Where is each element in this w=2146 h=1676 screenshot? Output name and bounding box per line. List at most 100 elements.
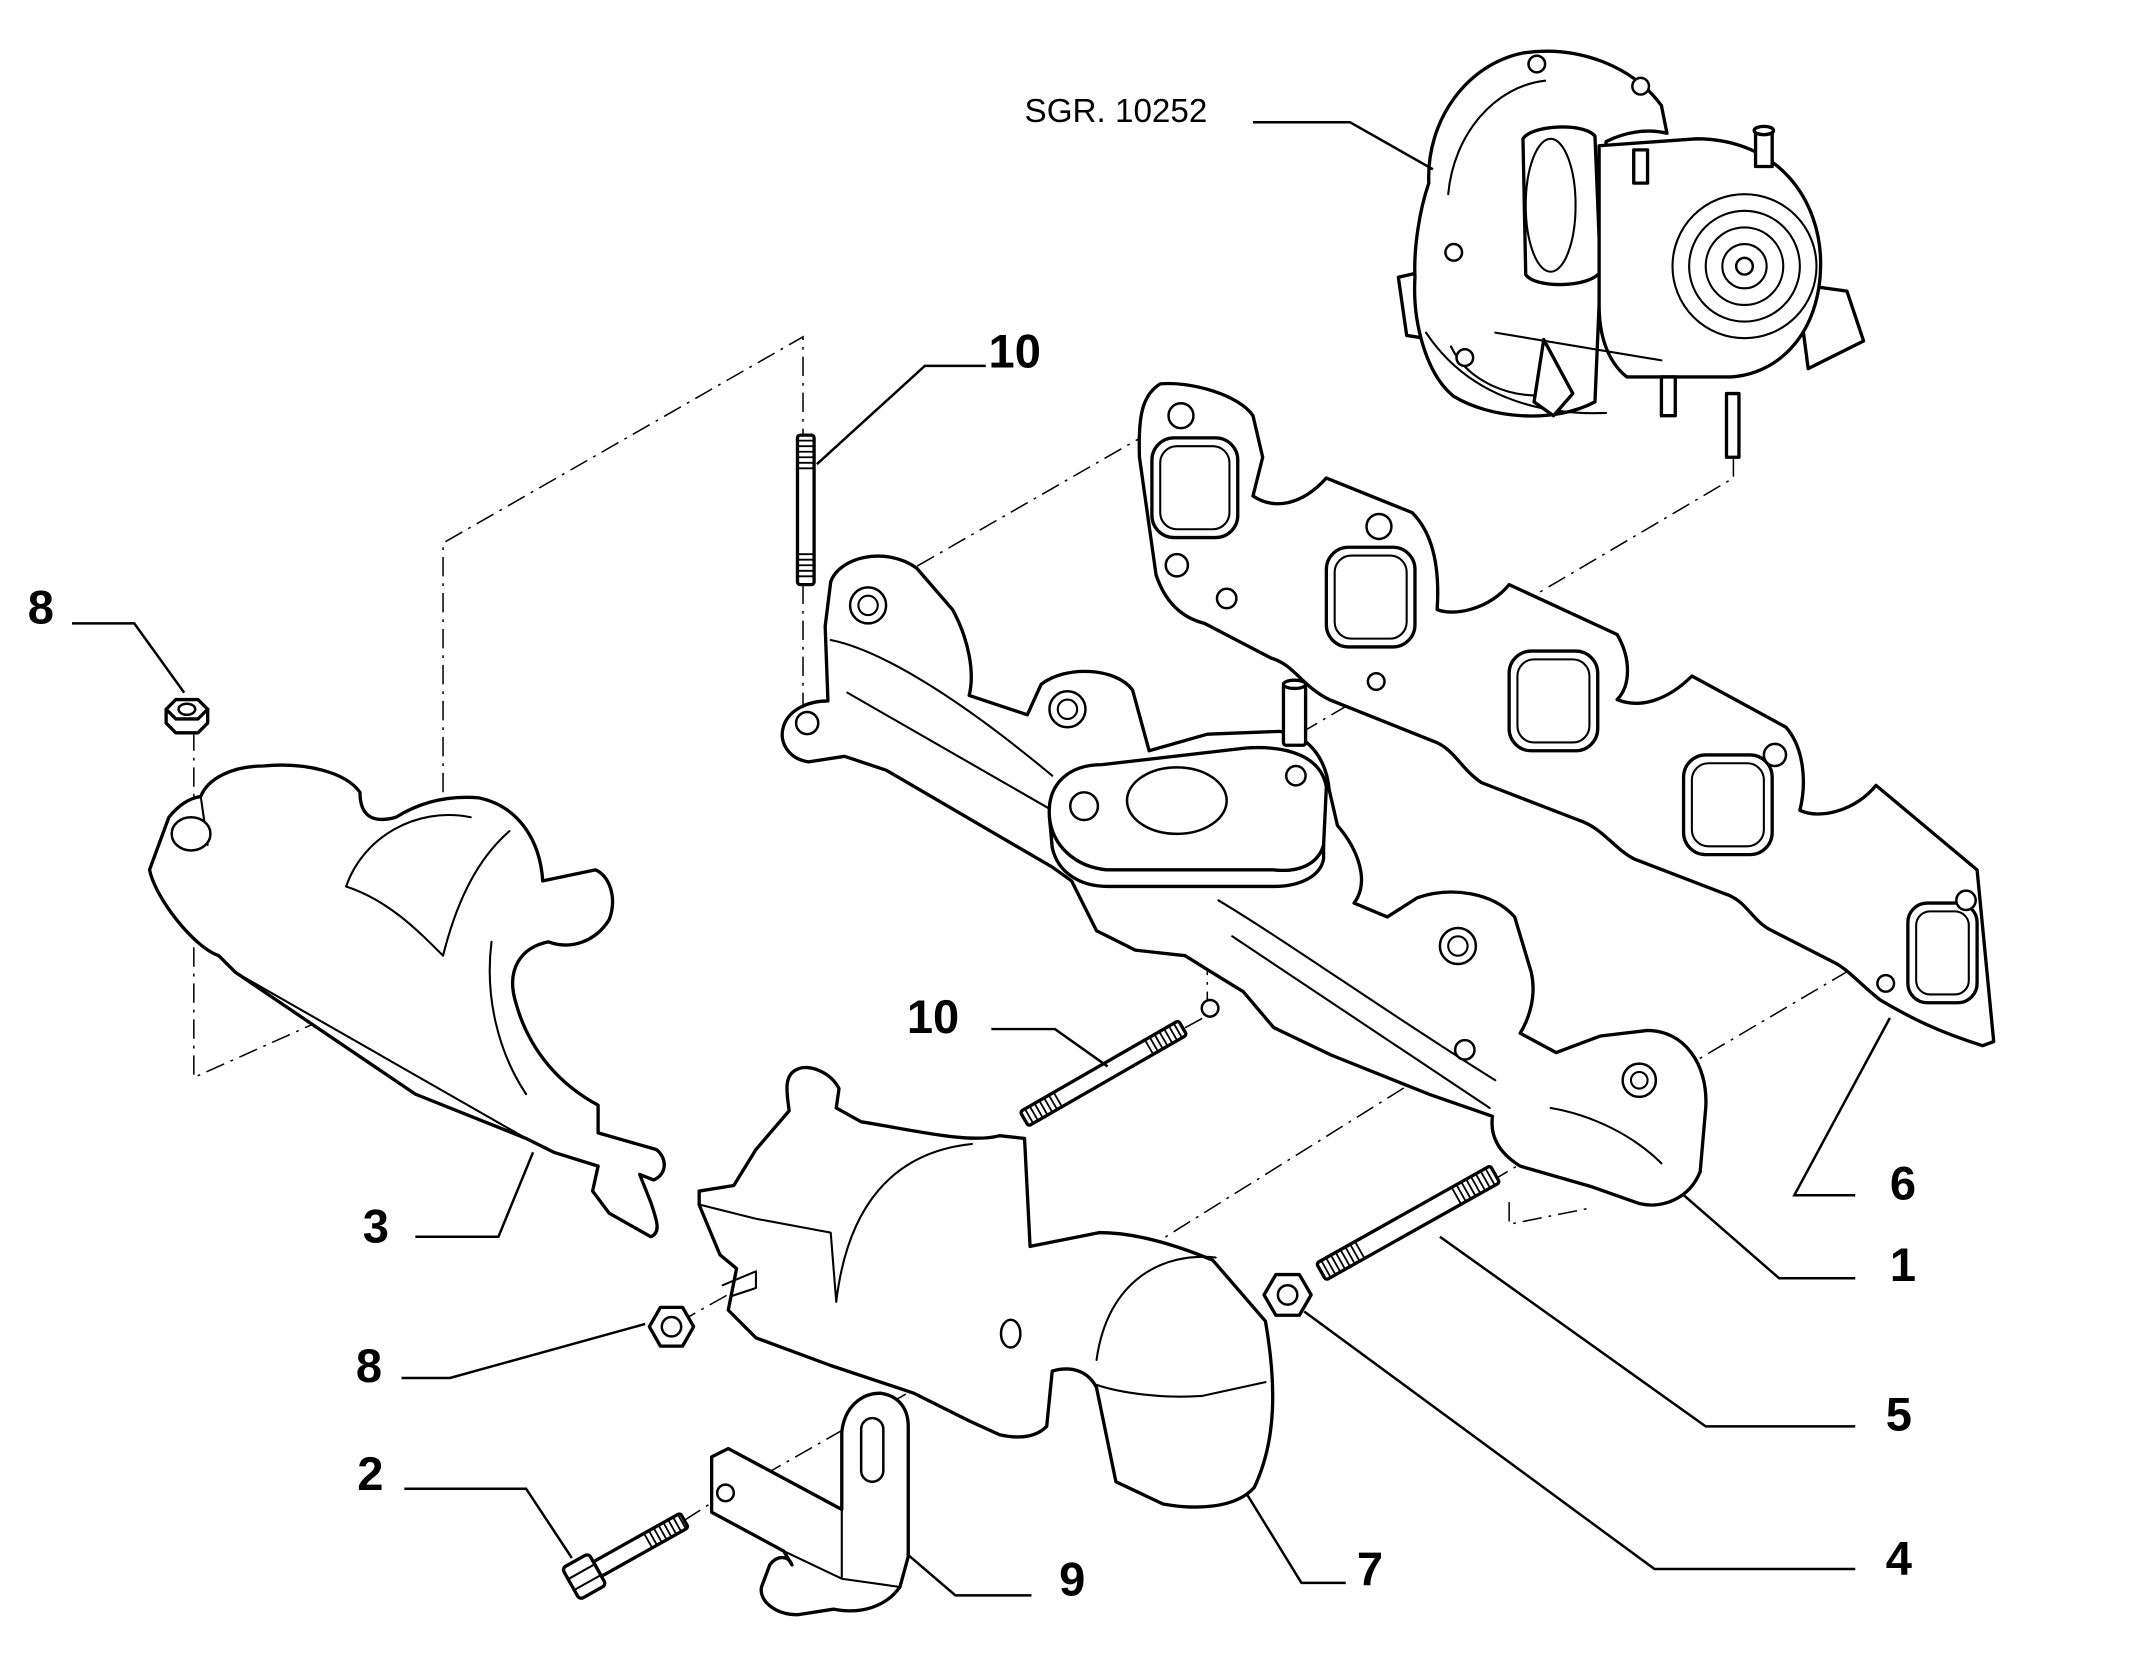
manifold-mount-hole: [1438, 926, 1478, 966]
leader-nut-top: [71, 622, 186, 694]
stud-long: [1315, 1164, 1501, 1281]
manifold-mount-hole-inner: [1447, 935, 1469, 957]
manifold-flange-hole: [1284, 764, 1307, 787]
bracket-bend: [782, 1508, 901, 1589]
gasket-port-inner: [1915, 910, 1970, 996]
turbo-wastegate-rod: [1494, 331, 1663, 362]
nut-top-bore: [177, 702, 197, 717]
nut-right-bore: [1276, 1283, 1299, 1306]
stud-long-thread: [1320, 1167, 1496, 1278]
gasket-port-inner: [1690, 762, 1765, 848]
turbo-center-housing: [1521, 125, 1603, 287]
gasket-port: [1150, 436, 1240, 540]
manifold-mount-hole-inner: [857, 594, 879, 617]
stud-top-shank: [795, 433, 816, 587]
stud-top-thread: [797, 439, 815, 578]
turbo-outlet-ring: [1704, 226, 1785, 306]
turbo-bolt-head: [1631, 76, 1651, 96]
nut-right: [1262, 1272, 1313, 1317]
gasket-port: [1507, 649, 1600, 753]
callout-stud-middle: 10: [907, 990, 959, 1043]
leader-stud-long: [1439, 1235, 1856, 1428]
reference-label: SGR. 10252: [1025, 93, 1208, 130]
leader-bolt: [404, 1487, 573, 1559]
callout-shield-left: 3: [363, 1199, 389, 1252]
heat-shield-left-contour: [199, 795, 528, 1140]
leader-shield-center: [1245, 1492, 1346, 1585]
manifold-mount-hole-inner: [1629, 1070, 1649, 1090]
manifold-outlet-port: [1125, 766, 1228, 836]
callout-manifold: 1: [1890, 1238, 1916, 1291]
leader-stud-top: [816, 364, 986, 466]
stud-middle-shank: [1019, 1019, 1188, 1127]
gasket-bolt-hole: [1167, 402, 1195, 430]
gasket-port-inner: [1333, 554, 1408, 640]
callout-shield-center: 7: [1357, 1543, 1383, 1596]
manifold-mount-hole: [1621, 1062, 1658, 1099]
bracket-outline: [709, 1391, 910, 1617]
heat-shield-left: [147, 763, 666, 1239]
gasket-port: [1324, 545, 1417, 649]
bolt-thread: [643, 1513, 687, 1549]
stud-middle: [1019, 1019, 1188, 1127]
leader-lines: [71, 120, 1891, 1597]
bracket: [709, 1391, 910, 1617]
bolt: [561, 1512, 690, 1600]
turbo-top-stud-cap: [1752, 124, 1776, 137]
callout-gasket: 6: [1890, 1156, 1916, 1209]
callout-nut-top: 8: [28, 580, 54, 633]
leader-manifold: [1681, 1192, 1856, 1280]
turbo-bolt-head: [1444, 242, 1464, 262]
axis-line: [442, 335, 804, 793]
bolt-head: [561, 1553, 607, 1600]
gasket-port-inner: [1516, 658, 1591, 744]
axis-line: [1508, 1202, 1593, 1226]
turbo-side-stud: [1632, 148, 1650, 185]
leader-nut-right: [1303, 1310, 1856, 1571]
gasket-bolt-hole: [1365, 512, 1393, 541]
stud-long-shank: [1315, 1164, 1501, 1281]
callout-nut-bottom: 8: [356, 1339, 382, 1392]
gasket-bolt-hole: [1164, 552, 1190, 578]
manifold-shield-hole: [1453, 1038, 1476, 1061]
manifold-mount-hole: [848, 586, 888, 625]
leader-reference: [1252, 120, 1434, 171]
turbo-outlet-ring: [1721, 243, 1768, 290]
heat-shield-center-contour: [699, 1142, 1267, 1398]
callout-stud-long: 5: [1886, 1388, 1912, 1441]
turbo-outlet-ring: [1671, 193, 1818, 340]
leader-nut-bottom: [401, 1322, 646, 1380]
callout-stud-top: 10: [989, 324, 1041, 377]
axis-line: [1298, 457, 1735, 735]
callout-bolt: 2: [357, 1447, 383, 1500]
gasket-bolt-hole: [1215, 587, 1238, 610]
exhaust-manifold: [780, 554, 1708, 1207]
turbo-actuator-lever: [1532, 337, 1575, 418]
gasket-bolt-hole: [1876, 973, 1896, 993]
leader-shield-left: [415, 1151, 535, 1238]
gasket-port: [1906, 901, 1979, 1005]
stud-top: [795, 433, 816, 587]
heat-shield-center-outline: [697, 1065, 1275, 1509]
turbo-bolt-head: [1527, 54, 1547, 74]
heat-shield-center-hole: [999, 1318, 1022, 1349]
gasket-port-inner: [1159, 445, 1231, 531]
leader-bracket: [906, 1552, 1032, 1597]
turbo-shaft-nut: [1734, 256, 1755, 276]
callout-bracket: 9: [1059, 1552, 1085, 1605]
nut-bottom: [647, 1305, 696, 1348]
leader-gasket: [1792, 1017, 1891, 1197]
bracket-hole: [715, 1483, 736, 1503]
leader-stud-middle: [991, 1027, 1109, 1068]
manifold-flange-stud-top: [1281, 678, 1308, 691]
gasket-bolt-hole: [1366, 671, 1386, 692]
nut-bottom-bore: [660, 1315, 683, 1338]
heat-shield-center: [697, 1065, 1275, 1509]
gasket-bolt-hole: [1955, 889, 1977, 912]
manifold-contour: [829, 638, 1663, 1165]
heat-shield-left-outline: [147, 763, 666, 1239]
manifold-mount-hole-inner: [1056, 698, 1079, 720]
manifold-flange-hole: [1068, 791, 1100, 822]
